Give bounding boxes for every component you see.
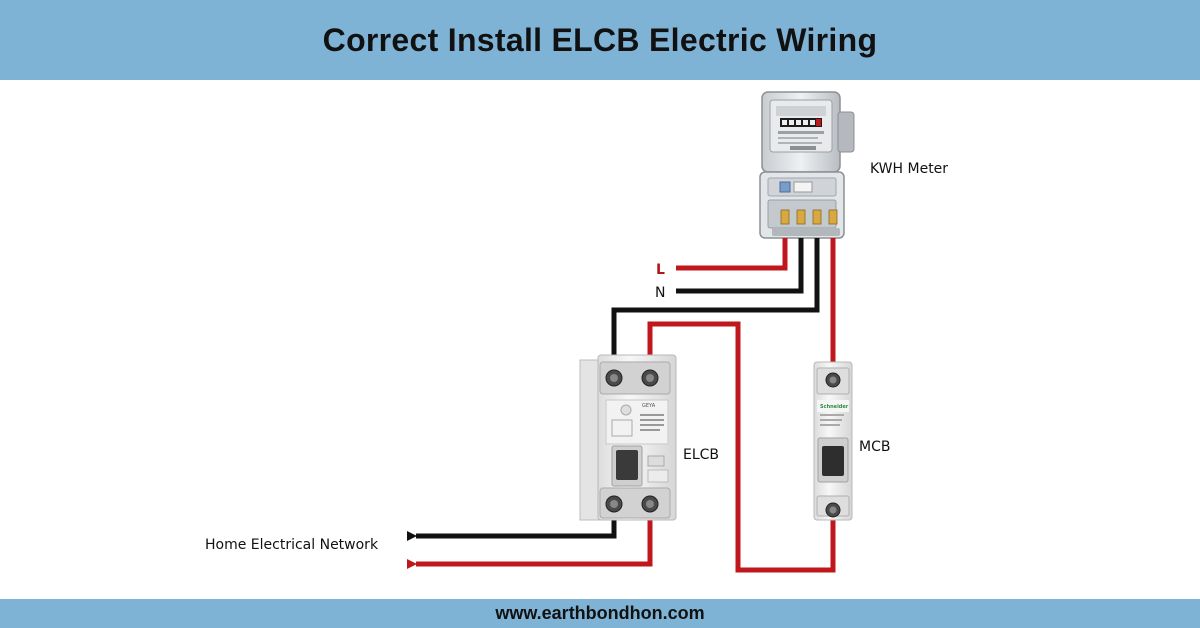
elcb-label: ELCB — [683, 447, 719, 463]
kwh-meter-label: KWH Meter — [870, 161, 948, 177]
live-wire-to-home — [407, 504, 653, 569]
neutral-wire-incoming — [676, 238, 804, 294]
kwh-meter — [759, 91, 855, 239]
mcb-brand: Schneider — [820, 404, 849, 410]
neutral-wire-to-elcb — [611, 238, 820, 377]
elcb-brand: GEYA — [642, 403, 656, 409]
home-network-label: Home Electrical Network — [205, 537, 379, 553]
website-url: www.earthbondhon.com — [495, 603, 705, 623]
neutral-label: N — [655, 285, 665, 301]
live-label: L — [656, 262, 665, 278]
footer-banner: www.earthbondhon.com — [0, 599, 1200, 628]
mcb-label: MCB — [859, 439, 890, 455]
live-wire-incoming — [676, 238, 788, 271]
mcb-device: Schneider — [813, 361, 853, 521]
header-banner: Correct Install ELCB Electric Wiring — [0, 0, 1200, 80]
page-title: Correct Install ELCB Electric Wiring — [322, 21, 878, 58]
live-wire-mcb-to-elcb — [647, 321, 836, 573]
elcb-device: GEYA — [579, 354, 677, 521]
